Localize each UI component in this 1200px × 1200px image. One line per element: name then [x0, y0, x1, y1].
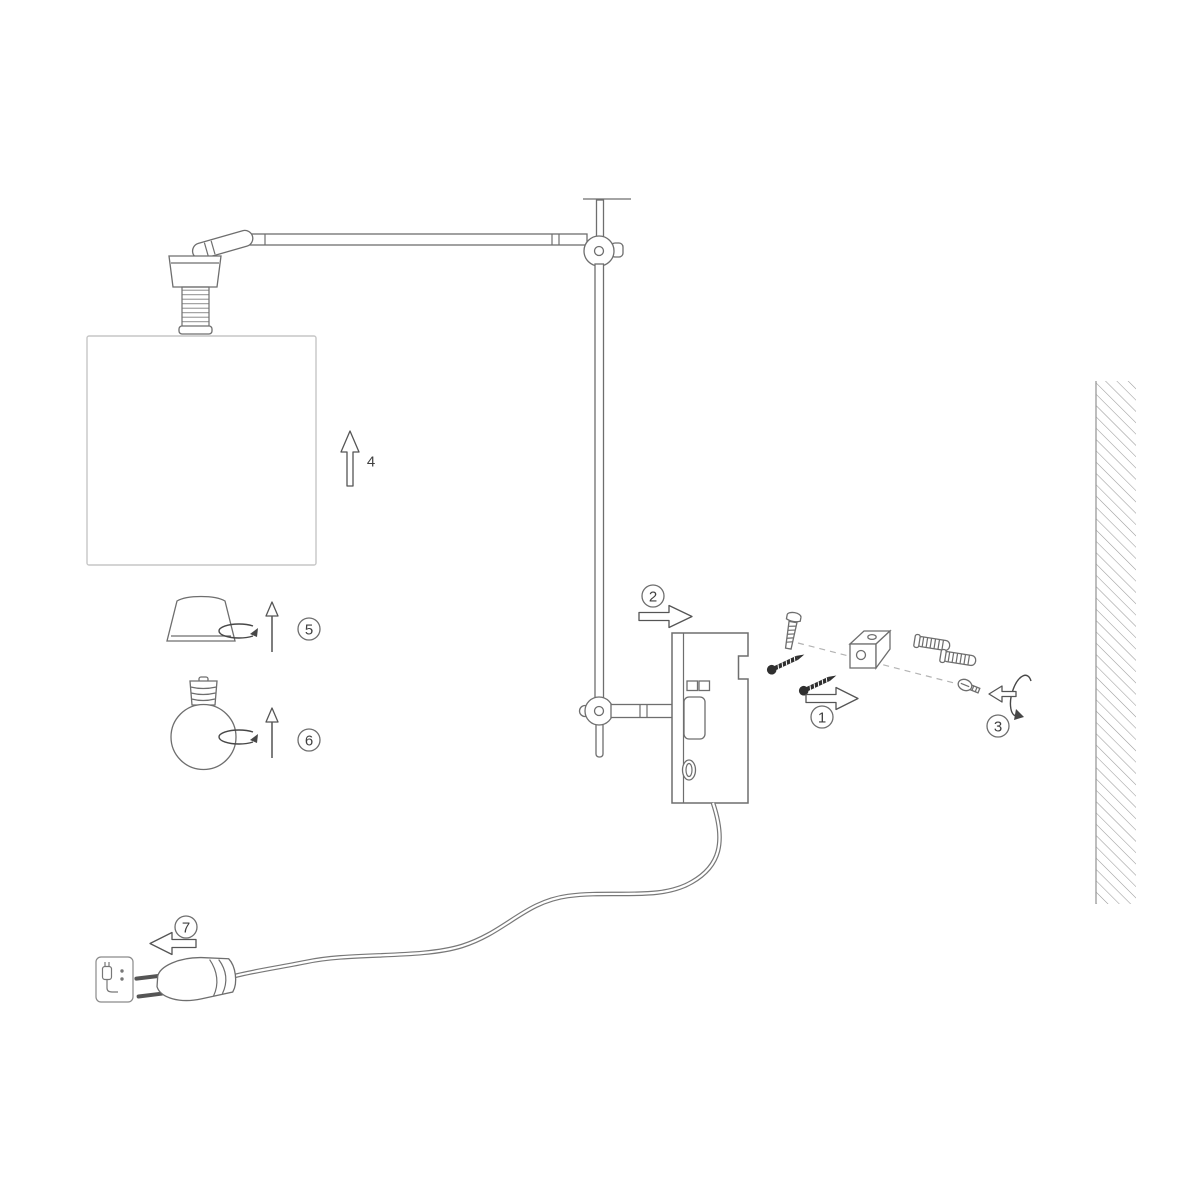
svg-text:3: 3 — [994, 718, 1002, 735]
black-screw-icon — [766, 654, 805, 675]
arm-end-coupler — [191, 229, 254, 260]
step2-arrow — [638, 604, 693, 629]
lamp-socket — [168, 255, 222, 335]
step3-arrow — [988, 685, 1017, 703]
mounting-screw-icon — [784, 611, 802, 650]
euro-plug-icon — [134, 956, 237, 1002]
vertical-rod — [594, 263, 605, 699]
elbow-joint — [583, 235, 624, 267]
plug-pictogram-icon — [95, 956, 134, 1003]
step4-arrow — [340, 430, 360, 487]
black-screw-icon — [798, 675, 837, 696]
svg-text:7: 7 — [182, 919, 190, 936]
step-7-label: 7 — [174, 915, 198, 939]
svg-text:2: 2 — [649, 588, 657, 605]
switch-knob — [681, 759, 697, 781]
rotation-loop-arrowhead — [1014, 709, 1024, 720]
wall-mount-box-icon — [671, 632, 749, 804]
svg-text:1: 1 — [818, 709, 826, 726]
swing-arm-lamp-icon — [168, 198, 682, 758]
step-1-label: 1 — [810, 705, 834, 729]
wall-section-icon — [1095, 381, 1136, 904]
fixing-screw-icon — [957, 678, 981, 694]
step7-arrow — [149, 931, 197, 956]
step1-arrow — [805, 686, 859, 711]
svg-text:5: 5 — [305, 621, 313, 638]
light-bulb-icon — [170, 676, 237, 771]
top-pin — [583, 198, 631, 243]
step-2-label: 2 — [641, 584, 665, 608]
power-cord-icon — [230, 802, 722, 980]
svg-text:4: 4 — [367, 453, 375, 470]
terminal-block — [686, 680, 699, 692]
rod-clamp — [683, 696, 706, 740]
rotation-loop-icon — [1009, 674, 1032, 717]
wall-plug-icon — [913, 633, 951, 652]
step-4-label: 4 — [367, 453, 375, 470]
rotation-arrow-icon — [218, 707, 279, 758]
wall-bracket-icon — [848, 629, 892, 670]
wall-plug-icon — [939, 648, 977, 667]
step-3-label: 3 — [986, 714, 1010, 738]
lower-joint — [578, 696, 682, 758]
lampshade-icon — [86, 335, 317, 566]
svg-text:6: 6 — [305, 732, 313, 749]
terminal-block — [698, 680, 711, 692]
step-6-label: 6 — [297, 728, 321, 752]
shade-ring-icon — [166, 595, 236, 642]
rotation-arrow-icon — [218, 601, 279, 652]
step-5-label: 5 — [297, 617, 321, 641]
horizontal-arm — [246, 233, 588, 246]
